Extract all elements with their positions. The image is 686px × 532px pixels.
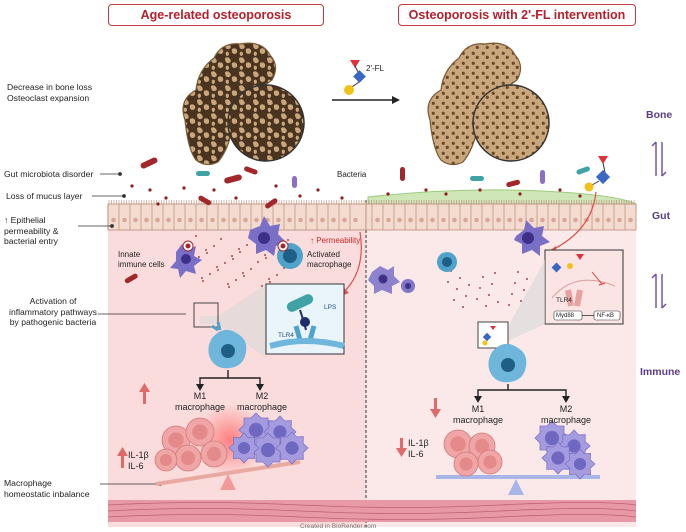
- macro-line-2: homeostatic inbalance: [4, 488, 90, 499]
- annotation-mucus: Loss of mucus layer: [6, 191, 83, 201]
- 2fl-molecule-gut: [584, 156, 611, 192]
- bidirectional-arrow-1: [651, 141, 667, 177]
- m2-left-line-2: macrophage: [236, 401, 288, 412]
- myd88-label: Myd88: [556, 312, 575, 319]
- m1-right-line-1: M1: [471, 404, 485, 414]
- compound-label: 2'-FL: [366, 64, 384, 73]
- activated-line-1: Activated: [307, 250, 340, 259]
- femur-left: [182, 42, 305, 166]
- dendritic-cell-right: [514, 220, 550, 256]
- side-label-immune: Immune: [640, 366, 681, 378]
- annotation-microbiota: Gut microbiota disorder: [4, 169, 94, 179]
- nfkb-label: NF-κB: [597, 312, 614, 319]
- epithelial-line-1: ↑ Epithelial: [4, 215, 46, 225]
- bacteria-left: [124, 157, 297, 284]
- m1-cluster-left: [154, 417, 228, 472]
- muscle-layer: [108, 500, 636, 522]
- annotation-inflammatory: Activation of inflammatory pathways by p…: [0, 296, 106, 328]
- annotation-macrophage-imbalance: Macrophage homeostatic inbalance: [4, 478, 90, 499]
- bacteria-label: Bacteria: [337, 170, 367, 179]
- cytokines-right: IL-1β IL-6: [408, 438, 429, 459]
- m2-label-left: M2 macrophage: [232, 391, 292, 412]
- activated-line-2: macrophage: [307, 259, 352, 269]
- m1-right-line-2: macrophage: [452, 414, 504, 425]
- 2fl-molecule: [344, 60, 366, 95]
- m1-label-left: M1 macrophage: [170, 391, 230, 412]
- il6-left: IL-6: [128, 460, 144, 471]
- inflam-line-2: inflammatory pathways: [9, 306, 97, 317]
- m2-right-line-2: macrophage: [540, 414, 592, 425]
- tlr4-label-left: TLR4: [278, 332, 294, 339]
- il6-right: IL-6: [408, 448, 424, 459]
- side-label-bone: Bone: [646, 109, 673, 121]
- epithelium-left: [107, 203, 367, 231]
- innate-cells-right: [368, 252, 457, 294]
- m2-cluster-left: [228, 412, 309, 468]
- m2-label-right: M2 macrophage: [536, 404, 596, 425]
- side-label-gut: Gut: [652, 210, 671, 222]
- epithelial-line-3: bacterial entry: [4, 236, 58, 246]
- bacteria-right: [400, 166, 590, 188]
- innate-immune-cell: [170, 240, 202, 278]
- m2-right-line-1: M2: [559, 404, 573, 414]
- innate-line-1: Innate: [118, 250, 141, 259]
- cytokines-left: IL-1β IL-6: [128, 450, 149, 471]
- m1-cluster-right: [443, 429, 503, 477]
- inflam-line-3: by pathogenic bacteria: [9, 317, 97, 327]
- zoom-box-small-left: [193, 302, 219, 328]
- m2-left-line-1: M2: [255, 391, 269, 401]
- macro-line-1: Macrophage: [4, 478, 52, 488]
- m2-cluster-right: [534, 420, 596, 480]
- femur-right: [427, 42, 550, 166]
- il1b-right: IL-1β: [408, 438, 429, 448]
- bone-loss-line-2: Osteoclast expansion: [7, 92, 90, 103]
- epithelium-right: [365, 203, 637, 231]
- dendritic-cell-left: [248, 216, 286, 256]
- activated-macrophage-left: [277, 240, 303, 269]
- zoom-box-small-right: [477, 321, 509, 349]
- macrophage-right: [488, 343, 527, 383]
- annotation-bone-loss: Decrease in bone loss Osteoclast expansi…: [7, 82, 92, 103]
- bone-loss-line-1: Decrease in bone loss: [7, 82, 93, 92]
- epithelial-line-2: permeability &: [4, 225, 59, 236]
- innate-line-2: immune cells: [118, 259, 165, 269]
- title-right: Osteoporosis with 2'-FL intervention: [398, 4, 636, 26]
- m1-left-line-1: M1: [193, 391, 207, 401]
- credit-label: Created in BioRender.com: [300, 523, 377, 530]
- permeability-label: ↑ Permeability: [310, 236, 361, 245]
- annotation-epithelial: ↑ Epithelial permeability & bacterial en…: [4, 215, 58, 247]
- inflam-line-1: Activation of: [29, 296, 77, 306]
- il1b-left: IL-1β: [128, 450, 149, 460]
- tlr4-label-right: TLR4: [556, 297, 572, 304]
- m1-label-right: M1 macrophage: [448, 404, 508, 425]
- title-left: Age-related osteoporosis: [108, 4, 324, 26]
- bidirectional-arrow-2: [651, 273, 667, 309]
- macrophage-left: [208, 321, 247, 369]
- activated-macrophage-label: Activated macrophage: [307, 250, 351, 269]
- m1-left-line-2: macrophage: [174, 401, 226, 412]
- lps-label: LPS: [324, 304, 337, 311]
- innate-immune-label: Innate immune cells: [118, 250, 165, 269]
